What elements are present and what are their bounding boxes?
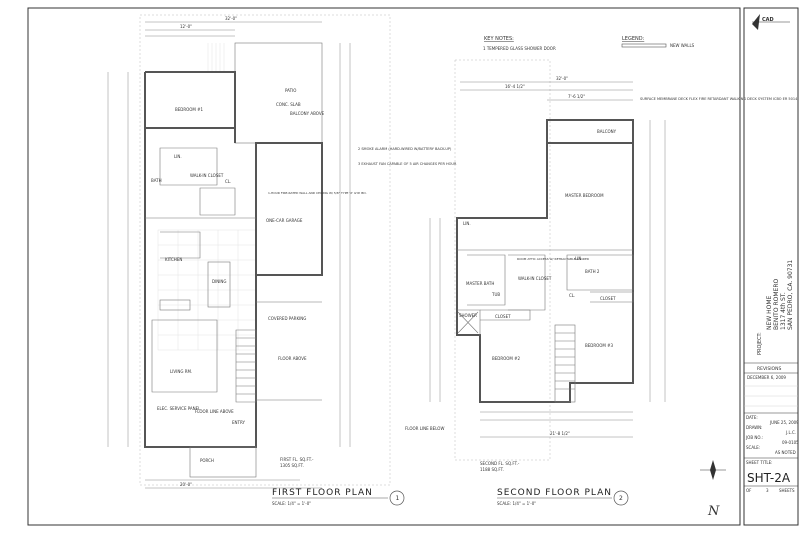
plan-number: 1 — [396, 495, 400, 502]
walls — [144, 71, 323, 478]
dim-label: 21'-8 1/2" — [550, 431, 570, 436]
room-label-bath: BATH — [151, 178, 162, 183]
sqft-value: 1305 SQ.FT. — [280, 463, 304, 468]
dim-label: 16'-4 1/2" — [505, 84, 525, 89]
room-label-entry: ENTRY — [232, 420, 245, 425]
second-floor-plan: 32'-0" 16'-4 1/2" 7'-6 1/2" 21'-8 1/2" B… — [405, 59, 798, 506]
room-label-bedroom-3: BEDROOM #3 — [585, 343, 614, 348]
room-label-walk-in-closet: WALK-IN CLOSET — [518, 276, 552, 281]
room-label-balcony: BALCONY — [597, 129, 617, 134]
project-line: BENITO ROMERO — [773, 279, 780, 330]
of-label: OF — [746, 488, 752, 493]
room-label-bedroom-2: BEDROOM #2 — [492, 356, 521, 361]
north-arrow: N — [700, 460, 726, 519]
revision-entry: DECEMBER 6, 2009 — [747, 375, 786, 380]
note-balcony-above: BALCONY ABOVE — [290, 111, 325, 116]
room-label-closet: CLOSET — [600, 296, 616, 301]
room-label-bedroom-1: BEDROOM #1 — [175, 107, 204, 112]
dimension-lines — [429, 81, 666, 438]
room-label-tub: TUB — [491, 292, 500, 297]
sheet-number: SHT-2A — [747, 471, 791, 485]
room-label-linen: LIN. — [575, 256, 583, 261]
room-label-closet-small: CL. — [569, 293, 575, 298]
walls — [456, 119, 634, 403]
room-label-shower: SHOWER — [459, 313, 477, 318]
room-label-closet: CLOSET — [495, 314, 511, 319]
dim-label: 32'-0" — [556, 76, 568, 81]
sheets-label: SHEETS — [779, 488, 795, 493]
tile-floor — [157, 229, 257, 351]
key-note: 2 SMOKE ALARM (HARD-WIRED W/BATTERY BACK… — [358, 147, 452, 151]
room-label-conc-slab: CONC. SLAB — [276, 102, 301, 107]
room-label-closet: CL. — [225, 179, 231, 184]
job-value: 09-0105 — [782, 440, 799, 445]
room-label-master-bath: MASTER BATH — [466, 281, 494, 286]
room-label-porch: PORCH — [200, 458, 214, 463]
room-label-covered-parking: COVERED PARKING — [268, 316, 306, 321]
legend: LEGEND: NEW WALLS — [621, 36, 695, 48]
sheet-count: 3 — [766, 488, 769, 493]
dim-label: 20'-0" — [180, 482, 192, 487]
room-label-linen: LIN. — [463, 221, 471, 226]
note-attic-access: ROOM ATTIC ACCESS W/ RETRACTABLE LADDER — [517, 257, 589, 261]
legend-title: LEGEND: — [622, 36, 645, 42]
dim-label: 12'-0" — [180, 24, 192, 29]
room-label-living: LIVING RM. — [170, 369, 192, 374]
north-label: N — [707, 504, 720, 519]
room-label-patio: PATIO — [285, 88, 296, 93]
company-name: CAD — [762, 17, 774, 23]
plan-title-first-floor: FIRST FLOOR PLAN — [272, 488, 373, 498]
sqft-label: FIRST FL. SQ.FT.- — [280, 457, 314, 462]
room-label-kitchen: KITCHEN — [165, 257, 182, 262]
project-line: NEW HOME — [766, 295, 773, 330]
company-logo: CAD — [752, 14, 790, 30]
scale-value: AS NOTED — [775, 450, 796, 455]
sheet-border — [27, 7, 741, 526]
drawn-value: J.L.C. — [785, 430, 796, 435]
project-line: SAN PEDRO, CA. 90731 — [787, 260, 794, 330]
room-label-garage: ONE-CAR GARAGE — [266, 218, 303, 223]
plan-scale: SCALE: 1/4" = 1'-0" — [497, 501, 536, 506]
key-note: 1 TEMPERED GLASS SHOWER DOOR — [483, 46, 556, 51]
sheet-title-label: SHEET TITLE: — [746, 460, 773, 465]
scale-label: SCALE: — [746, 445, 760, 450]
room-label-walk-in-closet: WALK-IN CLOSET — [190, 173, 224, 178]
note-floor-line: FLOOR LINE ABOVE — [195, 409, 234, 414]
plan-number: 2 — [619, 495, 623, 502]
key-notes-title: KEY NOTES: — [484, 36, 514, 42]
job-label: JOB NO.: — [745, 435, 763, 440]
note-floor-line-below: FLOOR LINE BELOW — [405, 426, 444, 431]
revisions-label: REVISIONS — [757, 366, 781, 372]
plan-title-second-floor: SECOND FLOOR PLAN — [497, 488, 612, 498]
project-label: PROJECT: — [757, 332, 763, 355]
legend-new-walls: NEW WALLS — [670, 43, 695, 48]
dim-label: 7'-6 1/2" — [568, 94, 585, 99]
note-floor-above: FLOOR ABOVE — [278, 356, 307, 361]
note-fire-rated-wall: 1-HOUR FIRE-RATED WALL AND CEILING W/ 5/… — [268, 191, 367, 195]
drawn-label: DRAWN: — [746, 425, 763, 430]
dimension-lines — [107, 21, 351, 489]
room-label-dining: DINING — [212, 279, 227, 284]
note-elec-panel: ELEC. SERVICE PANEL — [157, 406, 201, 411]
date-value: JUNE 25, 2009 — [769, 420, 799, 425]
title-block: CAD PROJECT: NEW HOME BENITO ROMERO 1317… — [743, 7, 799, 526]
plan-scale: SCALE: 1/4" = 1'-0" — [272, 501, 311, 506]
room-label-master-bedroom: MASTER BEDROOM — [565, 193, 604, 198]
sqft-value: 1188 SQ.FT. — [480, 467, 504, 472]
date-label: DATE: — [746, 415, 758, 420]
room-label-linen: LIN. — [174, 154, 182, 159]
room-label-bath-2: BATH 2 — [585, 269, 600, 274]
dim-label: 32'-0" — [225, 16, 237, 21]
first-floor-plan: 32'-0" 12'-0" 20'-0" BEDROOM #1 — [107, 14, 405, 506]
sqft-label: SECOND FL. SQ.FT.- — [480, 461, 520, 466]
key-note: 3 EXHAUST FAN CAPABLE OF 5 AIR CHANGES P… — [358, 162, 457, 166]
key-notes: KEY NOTES: 1 TEMPERED GLASS SHOWER DOOR … — [358, 36, 556, 166]
project-line: 1317 4th ST. — [780, 292, 787, 330]
note-deck-membrane: SURFACE MEMBRANE DECK FLEX FIRE RETARDAN… — [640, 97, 798, 101]
